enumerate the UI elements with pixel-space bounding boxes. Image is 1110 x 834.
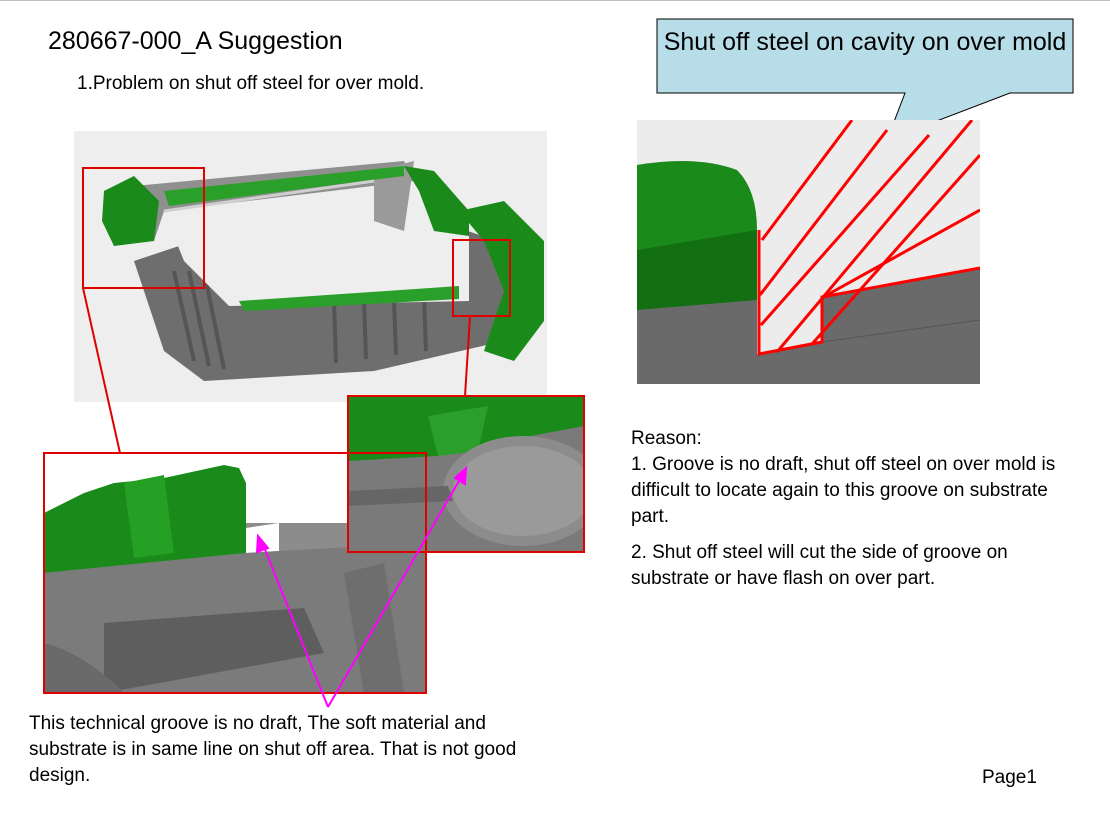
slide-subtitle: 1.Problem on shut off steel for over mol… xyxy=(77,73,425,94)
part-render-drawing xyxy=(102,161,544,381)
arrow-to-groove xyxy=(261,541,329,708)
arrow-to-corner xyxy=(327,473,464,708)
connector-right xyxy=(464,315,471,397)
zoom-detail-corner xyxy=(348,396,584,552)
top-border xyxy=(0,0,1110,1)
connector-left xyxy=(82,287,121,454)
zoom-detail-corner-drawing xyxy=(348,396,584,552)
groove-caption: This technical groove is no draft, The s… xyxy=(29,713,517,786)
highlight-box-right xyxy=(452,239,511,317)
reason-point-1: 1. Groove is no draft, shut off steel on… xyxy=(631,454,1056,527)
slide-title: 280667-000_A Suggestion xyxy=(48,27,343,55)
part-render-image xyxy=(74,131,547,402)
reason-block: Reason: 1. Groove is no draft, shut off … xyxy=(631,426,1081,592)
page-number: Page1 xyxy=(982,767,1037,788)
zoom-frame-left xyxy=(43,452,427,694)
callout-text: Shut off steel on cavity on over mold xyxy=(663,28,1067,56)
highlight-box-left xyxy=(82,167,205,289)
reason-heading: Reason: xyxy=(631,428,702,449)
section-view-drawing xyxy=(637,120,980,384)
reason-point-2: 2. Shut off steel will cut the side of g… xyxy=(631,542,1008,589)
section-view-image xyxy=(637,120,980,384)
